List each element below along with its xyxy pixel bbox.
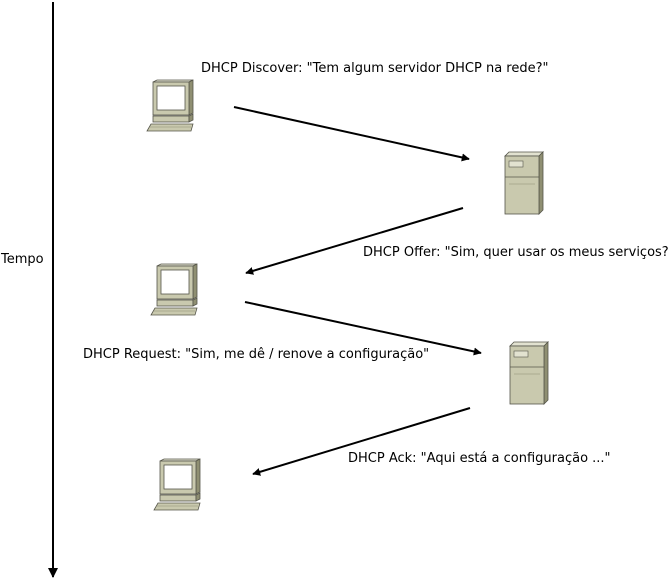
dhcp-request-label: DHCP Request: "Sim, me dê / renove a con… — [83, 347, 430, 362]
client-computer-icon — [146, 79, 194, 132]
ack-arrow — [252, 407, 471, 476]
time-axis-label: Tempo — [1, 252, 44, 267]
request-arrow — [244, 301, 482, 356]
offer-arrow — [245, 207, 464, 275]
client-computer-icon — [150, 263, 198, 316]
dhcp-ack-label: DHCP Ack: "Aqui está a configuração ..." — [348, 451, 611, 466]
client-computer-icon — [153, 458, 201, 511]
dhcp-server-icon — [509, 341, 549, 405]
dhcp-server-icon — [504, 151, 544, 215]
dhcp-offer-label: DHCP Offer: "Sim, quer usar os meus serv… — [363, 245, 670, 260]
dhcp-discover-label: DHCP Discover: "Tem algum servidor DHCP … — [201, 61, 549, 76]
discover-arrow — [233, 106, 470, 162]
